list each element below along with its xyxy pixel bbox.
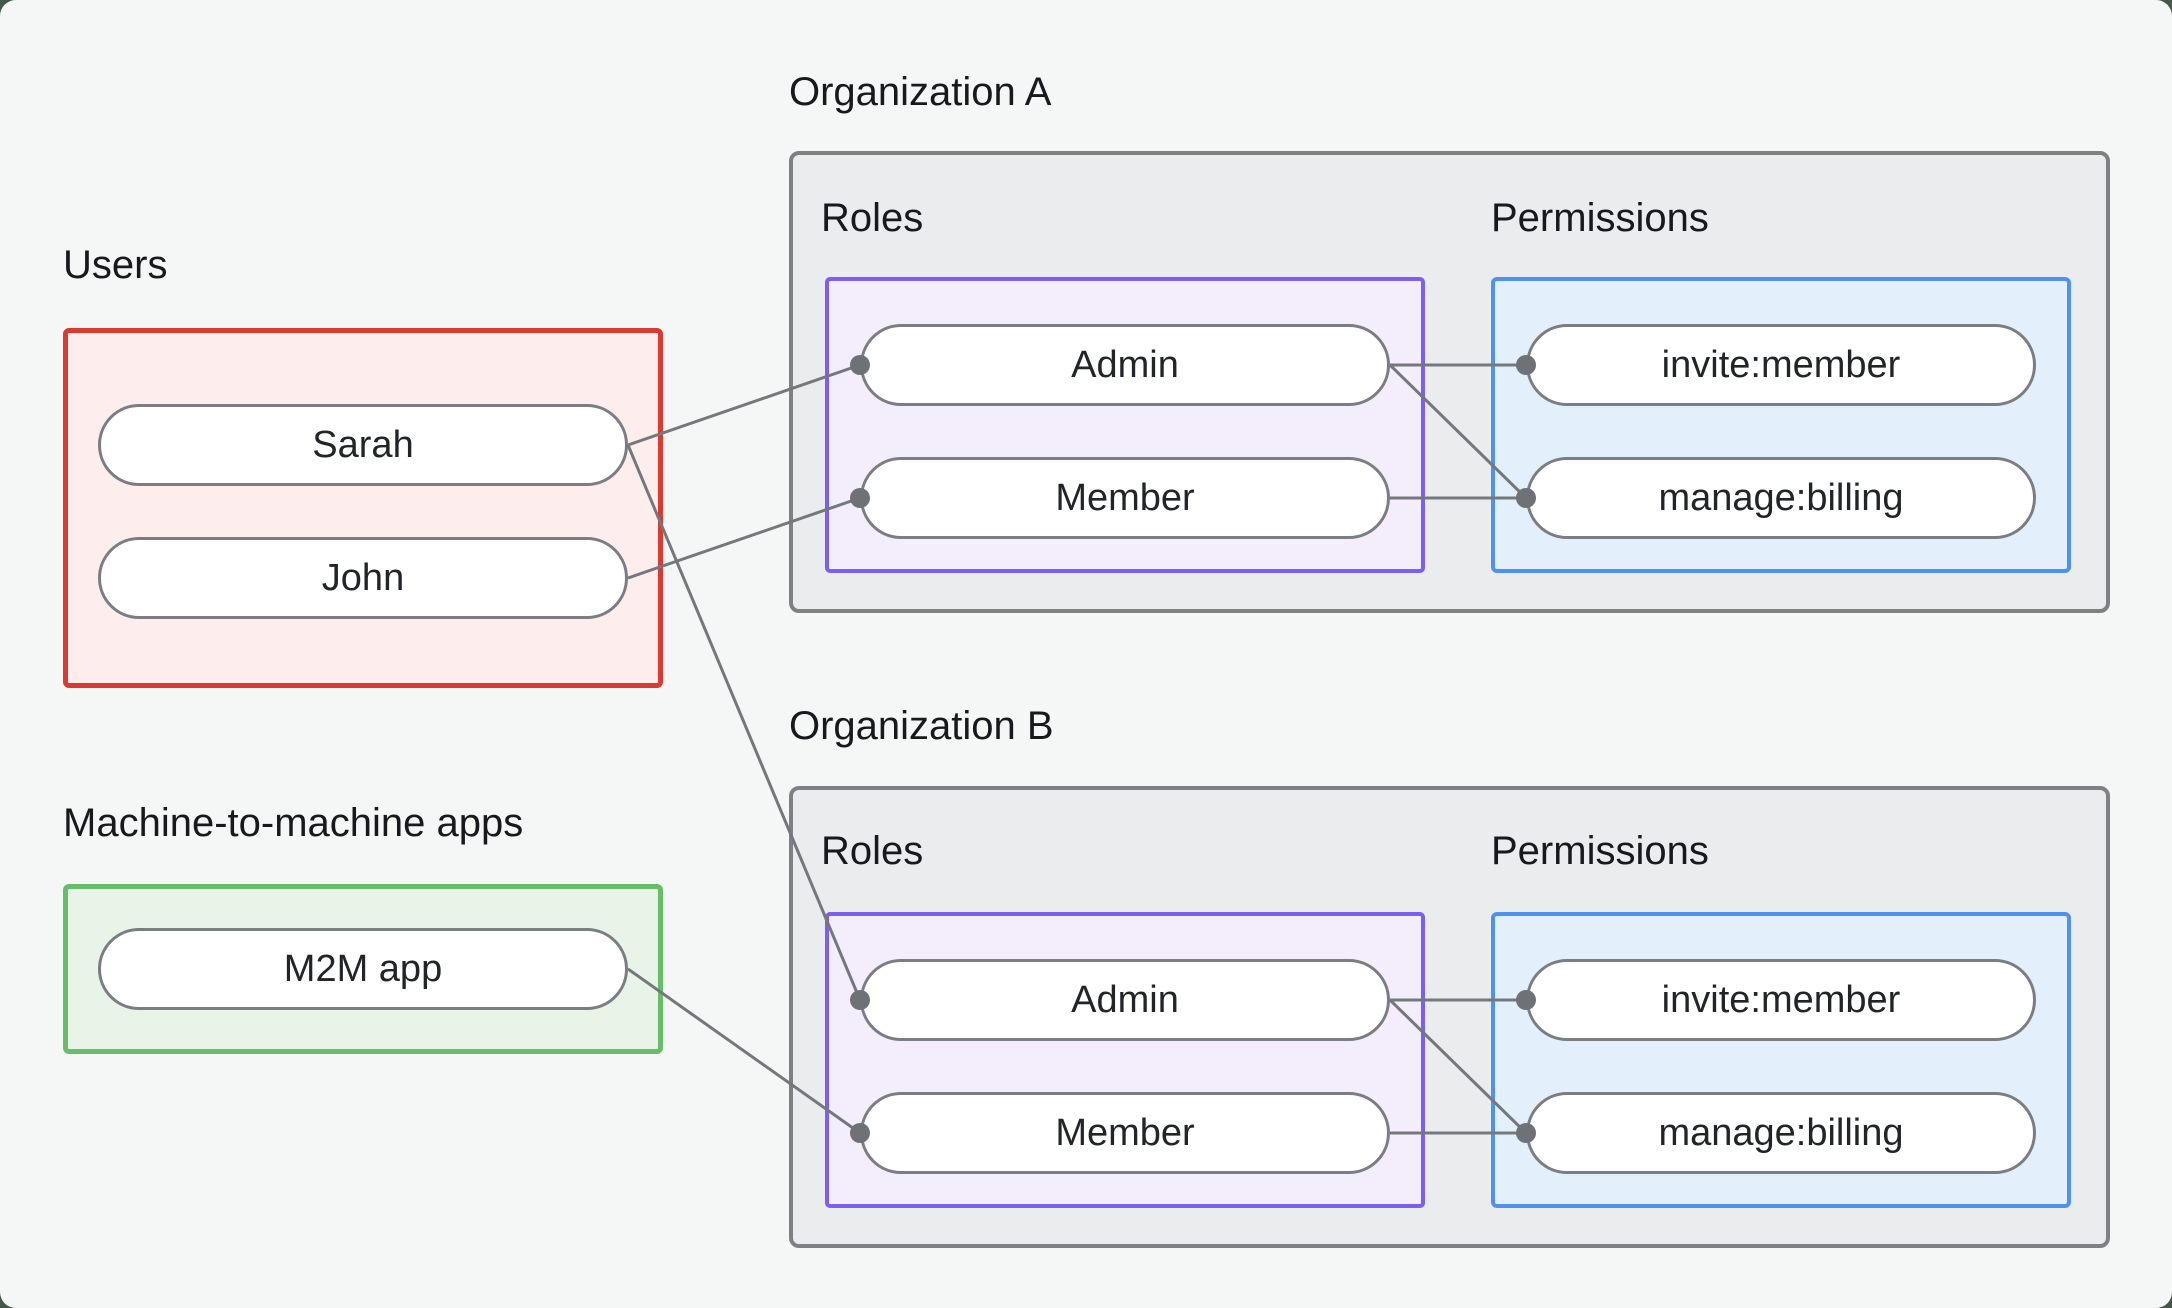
org-a-permission-pill-invite-member: invite:member	[1526, 324, 2036, 406]
org-b-title: Organization B	[789, 704, 1054, 748]
org-a-permission-pill-manage-billing: manage:billing	[1526, 457, 2036, 539]
org-a-title: Organization A	[789, 70, 1052, 114]
org-b-role-pill-member: Member	[860, 1092, 1390, 1174]
org-a-permissions-label: Permissions	[1491, 196, 1709, 240]
org-a-roles-label: Roles	[821, 196, 924, 240]
org-b-permission-pill-manage-billing: manage:billing	[1526, 1092, 2036, 1174]
org-a-role-pill-member: Member	[860, 457, 1390, 539]
org-b-role-pill-admin: Admin	[860, 959, 1390, 1041]
m2m-pill-app: M2M app	[98, 928, 628, 1010]
org-b-permission-pill-invite-member: invite:member	[1526, 959, 2036, 1041]
org-b-roles-label: Roles	[821, 829, 924, 873]
m2m-label: Machine-to-machine apps	[63, 801, 524, 845]
user-pill-sarah: Sarah	[98, 404, 628, 486]
users-label: Users	[63, 243, 168, 287]
org-b-permissions-label: Permissions	[1491, 829, 1709, 873]
org-a-role-pill-admin: Admin	[860, 324, 1390, 406]
user-pill-john: John	[98, 537, 628, 619]
users-box	[63, 328, 663, 688]
